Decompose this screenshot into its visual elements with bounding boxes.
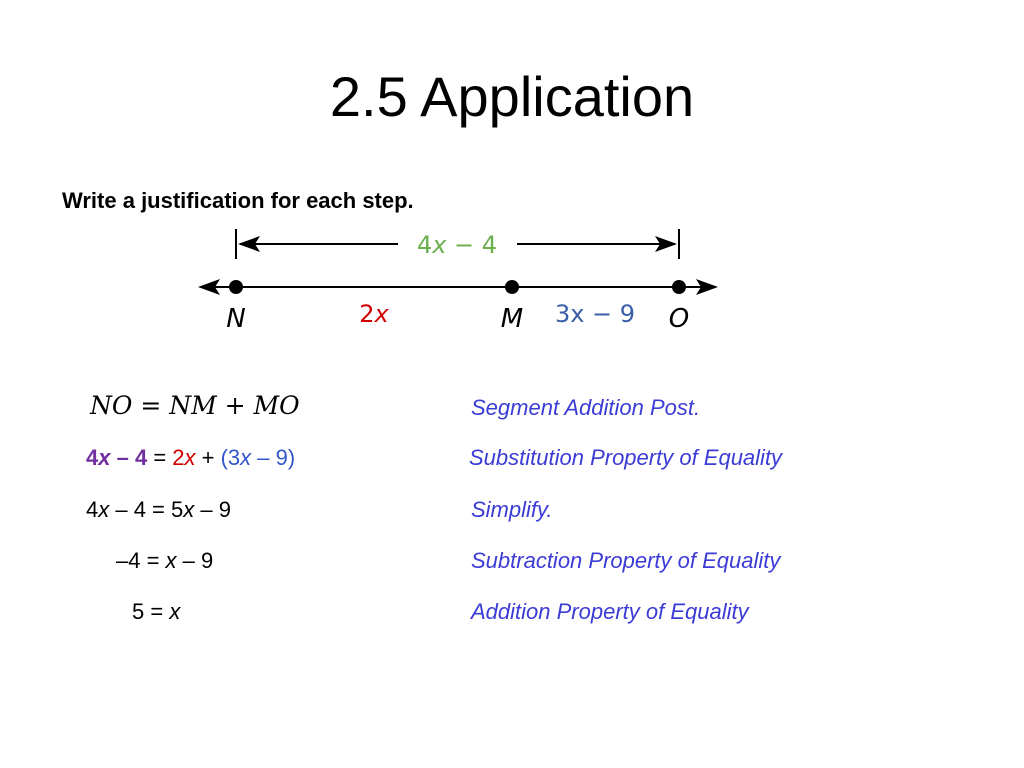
- step-1-equation: NO = NM + MO: [90, 391, 300, 420]
- step-2-equation: 4x – 4 = 2x + (3x – 9): [86, 445, 296, 470]
- step-4-justification: Subtraction Property of Equality: [471, 548, 781, 573]
- point-o: [672, 280, 686, 294]
- step-3-equation: 4x – 4 = 5x – 9: [86, 497, 231, 522]
- step-3-justification: Simplify.: [471, 497, 553, 522]
- nm-label: 2x: [359, 300, 389, 328]
- step-1-justification: Segment Addition Post.: [471, 395, 701, 420]
- measure-arrowhead-right: [655, 236, 677, 252]
- step-5-equation: 5 = x: [132, 599, 181, 624]
- step-2-justification: Substitution Property of Equality: [469, 445, 783, 470]
- total-length-label: 4x − 4: [417, 231, 497, 259]
- mo-label: 3x − 9: [555, 300, 635, 328]
- step-4-equation: –4 = x – 9: [116, 548, 214, 573]
- segment-diagram: 4x − 4 2x 3x − 9 N M O: [198, 229, 718, 334]
- point-label-n: N: [226, 304, 245, 334]
- slide-title: 2.5 Application: [329, 65, 695, 128]
- point-n: [229, 280, 243, 294]
- instruction-text: Write a justification for each step.: [62, 188, 414, 213]
- step-5-justification: Addition Property of Equality: [471, 599, 749, 624]
- measure-arrowhead-left: [238, 236, 260, 252]
- point-label-o: O: [669, 304, 689, 334]
- line-arrowhead-left: [198, 279, 220, 295]
- line-arrowhead-right: [696, 279, 718, 295]
- point-m: [505, 280, 519, 294]
- point-label-m: M: [501, 304, 523, 334]
